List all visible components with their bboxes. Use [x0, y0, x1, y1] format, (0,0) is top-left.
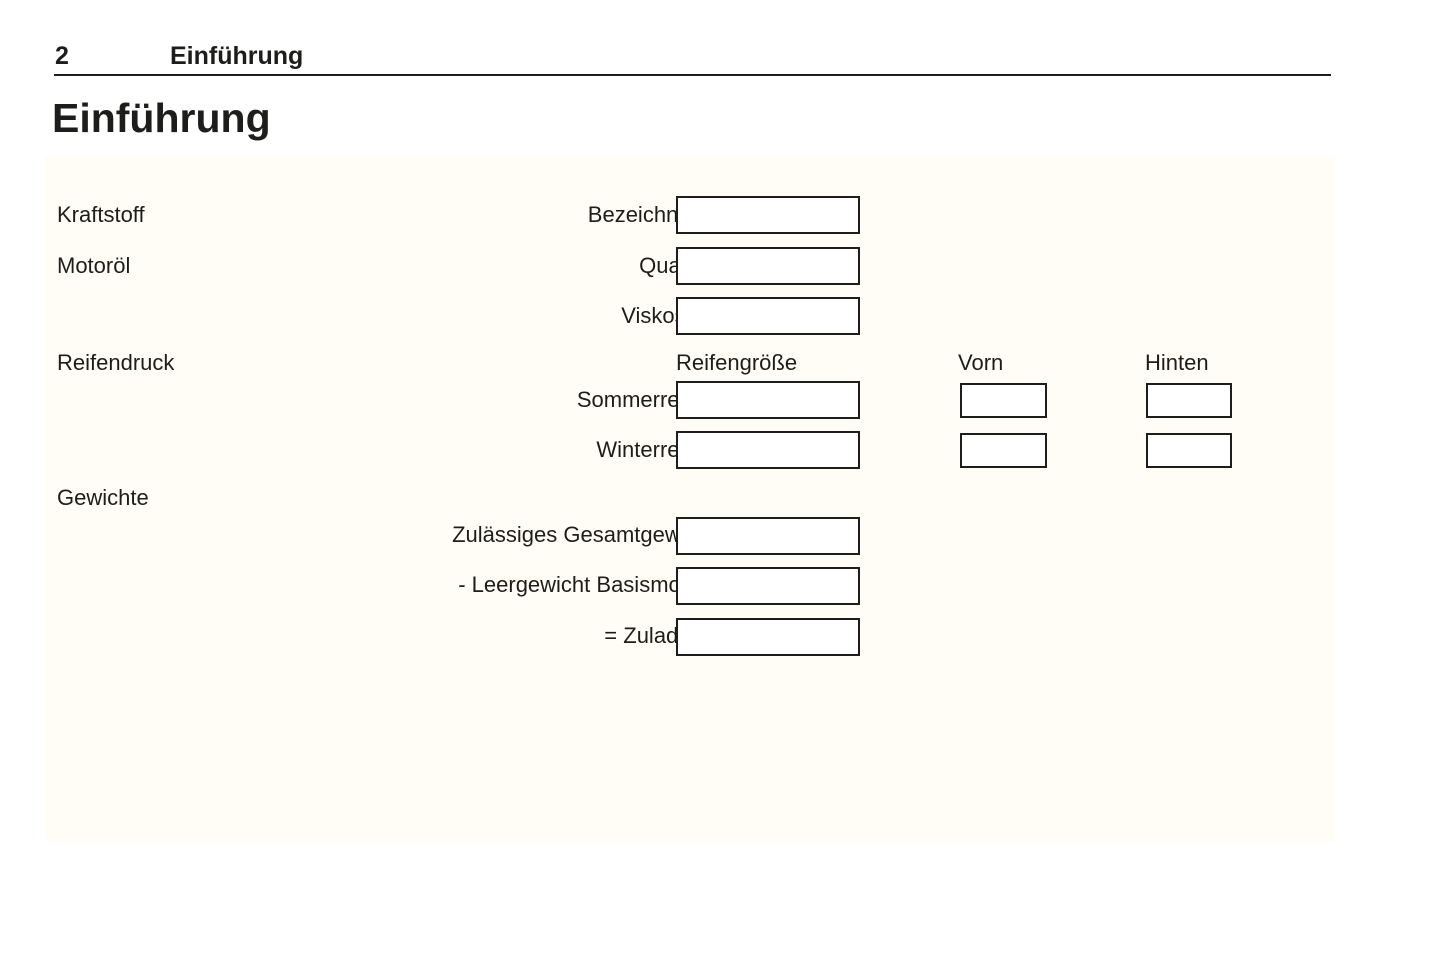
tire-col-header-front: Vorn: [958, 350, 1004, 375]
field-label-designation: Bezeichnung: [587, 202, 715, 227]
field-label-payload: = Zuladung: [604, 623, 715, 648]
summer-tire-front-input[interactable]: [960, 383, 1047, 418]
field-label-viscosity: Viskosität: [621, 303, 715, 328]
tire-col-header-rear: Hinten: [1145, 350, 1209, 375]
field-label-winter-tires: Winterreifen: [596, 437, 715, 462]
payload-input[interactable]: [676, 618, 860, 656]
section-label-tire-pressure: Reifendruck: [57, 350, 175, 375]
field-label-summer-tires: Sommerreifen: [576, 387, 715, 412]
header-rule: [54, 74, 1331, 76]
field-label-gross-weight: Zulässiges Gesamtgewicht: [452, 522, 715, 547]
tire-col-header-size: Reifengröße: [676, 350, 798, 375]
designation-input[interactable]: [676, 196, 860, 234]
content-panel: Kraftstoff Motoröl Reifendruck Gewichte …: [45, 155, 1335, 842]
section-label-fuel: Kraftstoff: [57, 202, 145, 227]
field-label-quality: Qualität: [295, 253, 715, 279]
quality-input[interactable]: [676, 247, 860, 285]
section-label-oil: Motoröl: [57, 253, 131, 278]
page-number: 2: [55, 42, 69, 70]
summer-tire-size-input[interactable]: [676, 381, 860, 419]
gross-weight-input[interactable]: [676, 517, 860, 555]
curb-weight-input[interactable]: [676, 567, 860, 605]
winter-tire-size-input[interactable]: [676, 431, 860, 469]
viscosity-input[interactable]: [676, 297, 860, 335]
summer-tire-rear-input[interactable]: [1146, 383, 1232, 418]
winter-tire-front-input[interactable]: [960, 433, 1047, 468]
page-title: Einführung: [52, 95, 271, 141]
running-header-chapter: Einführung: [170, 42, 304, 70]
section-label-weights: Gewichte: [57, 485, 149, 510]
winter-tire-rear-input[interactable]: [1146, 433, 1232, 468]
field-label-curb-weight: - Leergewicht Basismodell: [458, 572, 715, 597]
